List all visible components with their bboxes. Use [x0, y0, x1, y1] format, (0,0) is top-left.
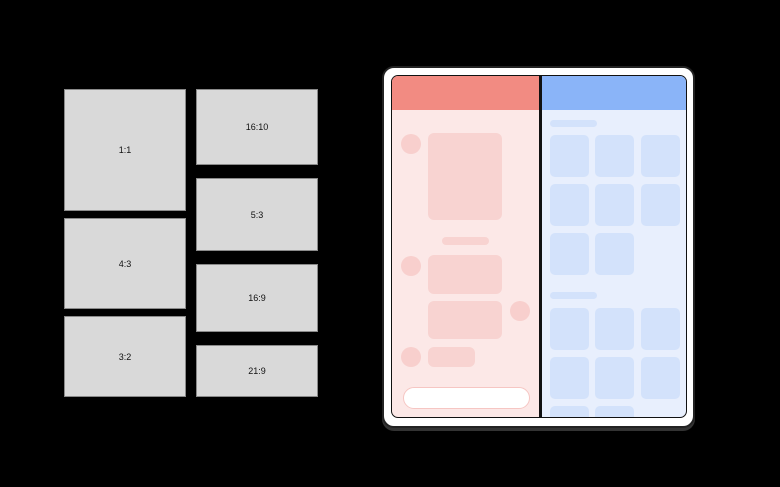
ratio-box-16-10: 16:10	[196, 89, 318, 165]
grid-tile[interactable]	[550, 135, 589, 177]
avatar	[510, 301, 530, 321]
grid-tile[interactable]	[595, 406, 634, 417]
ratio-label: 16:10	[245, 122, 269, 132]
message-bubble	[428, 133, 502, 220]
ratio-label: 16:9	[248, 293, 266, 303]
grid-tile[interactable]	[595, 308, 634, 350]
section-label	[550, 292, 597, 299]
grid-tile[interactable]	[595, 357, 634, 399]
section-label	[550, 120, 597, 127]
ratio-box-1-1: 1:1	[64, 89, 186, 211]
message-bubble	[428, 347, 475, 367]
ratio-label: 21:9	[248, 366, 266, 376]
grid-tile[interactable]	[550, 357, 589, 399]
message-input[interactable]	[403, 387, 530, 409]
grid-tile[interactable]	[550, 308, 589, 350]
grid-tile[interactable]	[595, 135, 634, 177]
ratio-box-3-2: 3:2	[64, 316, 186, 397]
device-screen	[391, 75, 687, 418]
ratio-label: 3:2	[118, 351, 132, 362]
ratio-label: 1:1	[118, 145, 132, 155]
grid-tile[interactable]	[641, 357, 680, 399]
grid-tile[interactable]	[641, 135, 680, 177]
grid-header	[542, 76, 686, 110]
foldable-device	[382, 66, 695, 428]
ratio-box-21-9: 21:9	[196, 345, 318, 397]
grid-tile[interactable]	[641, 308, 680, 350]
date-divider	[442, 237, 489, 245]
avatar	[401, 256, 421, 276]
ratio-label: 4:3	[118, 258, 132, 269]
message-bubble	[428, 255, 502, 294]
grid-tile[interactable]	[550, 233, 589, 275]
chat-header	[392, 76, 539, 110]
avatar	[401, 347, 421, 367]
grid-pane	[542, 76, 686, 417]
ratio-box-5-3: 5:3	[196, 178, 318, 251]
grid-tile[interactable]	[595, 233, 634, 275]
grid-tile[interactable]	[641, 184, 680, 226]
grid-tile[interactable]	[550, 406, 589, 417]
ratio-label: 5:3	[250, 209, 264, 220]
avatar	[401, 134, 421, 154]
ratio-box-16-9: 16:9	[196, 264, 318, 332]
grid-tile[interactable]	[550, 184, 589, 226]
message-bubble	[428, 301, 502, 339]
grid-tile[interactable]	[595, 184, 634, 226]
chat-pane	[392, 76, 539, 417]
ratio-box-4-3: 4:3	[64, 218, 186, 309]
